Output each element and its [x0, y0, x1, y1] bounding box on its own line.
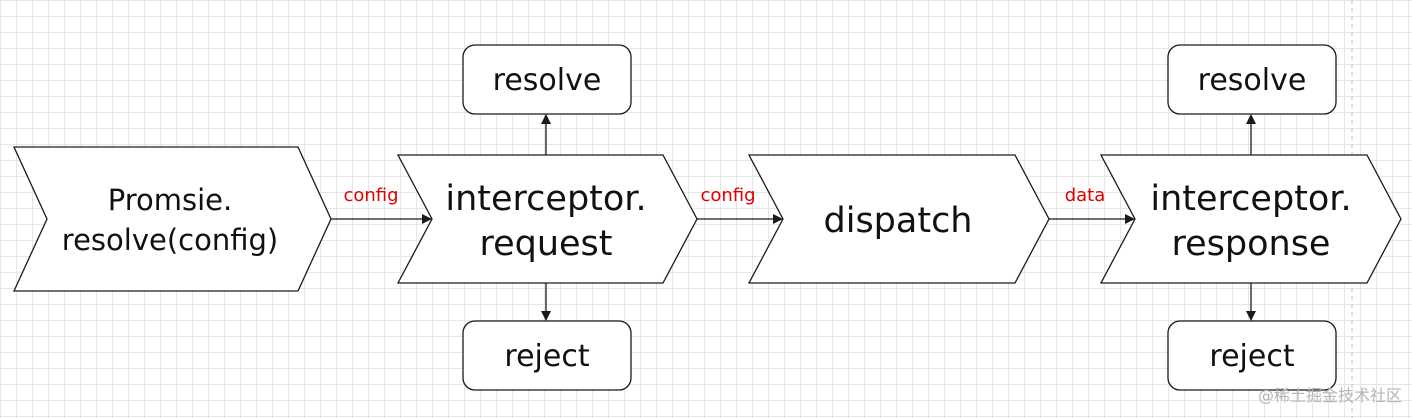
node-res-resolve-label: resolve — [1198, 63, 1307, 98]
node-res-line1: interceptor. — [1150, 179, 1351, 219]
node-promise-resolve: Promsie. resolve(config) — [12, 146, 332, 292]
node-req-reject-label: reject — [504, 339, 589, 374]
node-interceptor-request: interceptor. request — [396, 154, 698, 284]
node-dispatch-label: dispatch — [824, 201, 973, 241]
node-res-line2: response — [1172, 224, 1331, 264]
node-request-reject: reject — [462, 320, 632, 391]
node-req-line2: request — [479, 224, 612, 264]
edge-label-data: data — [1065, 185, 1106, 206]
node-request-resolve: resolve — [462, 44, 632, 115]
node-req-resolve-label: resolve — [493, 63, 602, 98]
node-res-reject-label: reject — [1209, 339, 1294, 374]
node-promise-line2: resolve(config) — [62, 223, 278, 257]
node-dispatch: dispatch — [747, 154, 1050, 284]
node-promise-line1: Promsie. — [108, 183, 232, 217]
node-response-reject: reject — [1167, 320, 1337, 391]
node-interceptor-response: interceptor. response — [1099, 154, 1402, 284]
node-response-resolve: resolve — [1167, 44, 1337, 115]
edge-label-config-1: config — [343, 185, 398, 206]
node-req-line1: interceptor. — [445, 179, 646, 219]
watermark-text: @稀土掘金技术社区 — [1258, 386, 1402, 405]
edge-label-config-2: config — [700, 185, 755, 206]
